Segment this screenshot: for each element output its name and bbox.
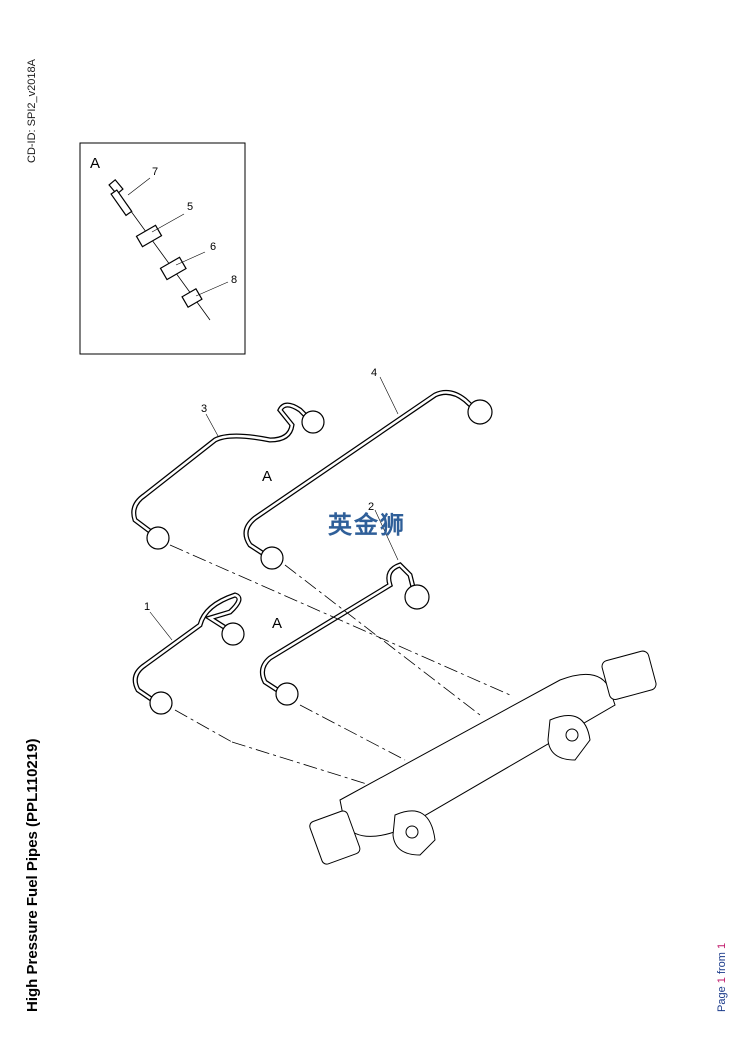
detail-box-a: A 7 5 6 8 — [79, 142, 246, 355]
callout-2: 2 — [368, 501, 374, 513]
pipe-2: 2 — [259, 501, 430, 706]
callout-7: 7 — [152, 166, 158, 178]
callout-6: 6 — [210, 241, 216, 253]
pipe-4: 4 — [243, 367, 493, 570]
view-label-a: A — [262, 468, 272, 485]
watermark: 英金狮 — [328, 511, 406, 539]
pipe-3: 3 — [131, 402, 325, 550]
fuel-rail — [309, 650, 657, 865]
callout-5: 5 — [187, 201, 193, 213]
detail-label: A — [90, 155, 100, 172]
callout-1: 1 — [144, 601, 150, 613]
view-label-a: A — [272, 615, 282, 632]
assembly-lines — [169, 544, 511, 786]
callout-8: 8 — [231, 274, 237, 286]
pipe-1: 1 — [132, 592, 245, 715]
callout-3: 3 — [201, 403, 207, 415]
callout-4: 4 — [371, 367, 377, 379]
